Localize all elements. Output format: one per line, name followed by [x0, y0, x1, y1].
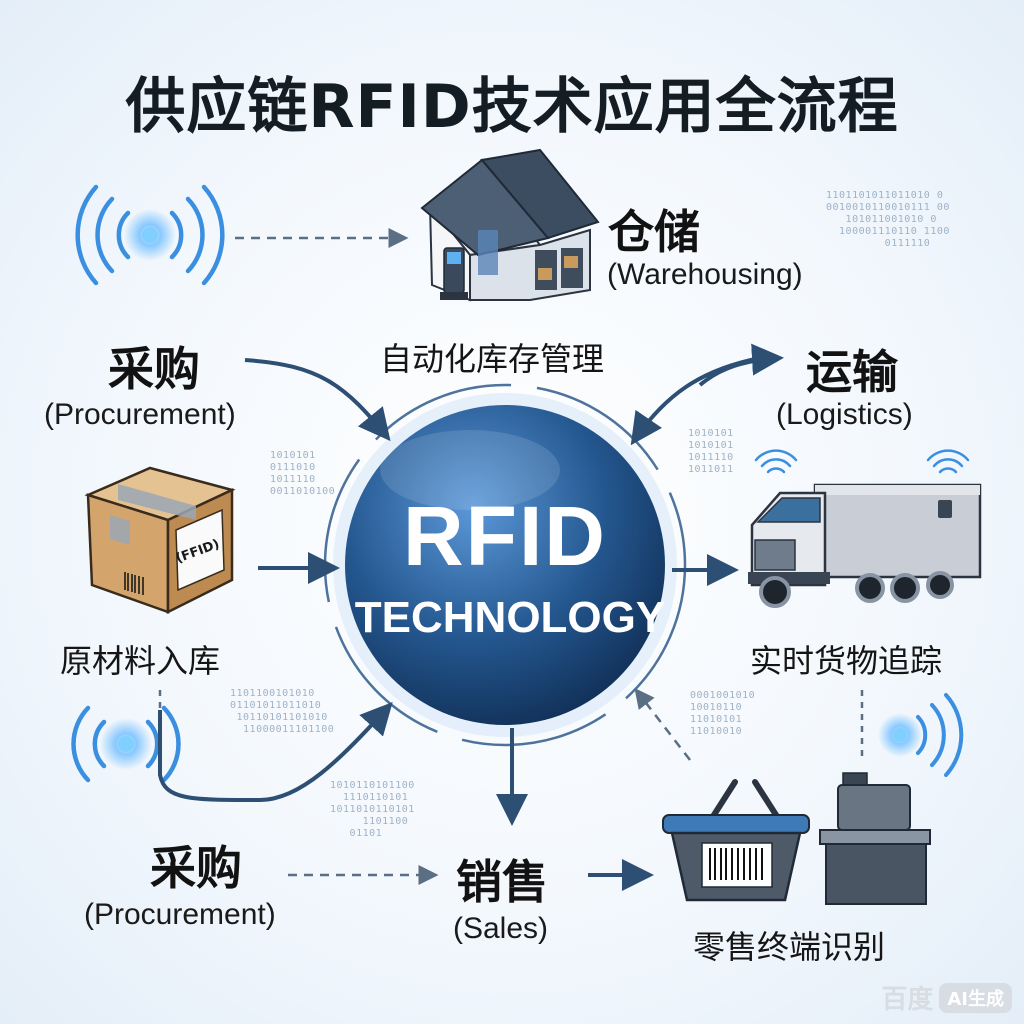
binary-decoration: 1010110101100 1110110101 1011010110101 1… — [330, 780, 415, 839]
raw-materials-caption: 原材料入库 — [60, 642, 221, 680]
logistics-label: 运输 — [806, 345, 898, 399]
rfid-core-highlight — [380, 430, 560, 510]
procurement-english-label: (Procurement) — [44, 398, 236, 431]
rfid-core-sphere — [345, 405, 665, 725]
binary-decoration: 0001001010 10010110 11010101 11010010 — [690, 690, 756, 737]
sales-label: 销售 — [456, 855, 548, 909]
watermark: 百度 AI生成 — [881, 979, 1012, 1016]
rfid-signal-icon — [754, 449, 798, 474]
rfid-signal-icon — [878, 693, 964, 777]
binary-decoration: 1101100101010 01101011011010 10110101101… — [230, 688, 335, 735]
binary-decoration: 1101101011011010 0 0010010110010111 00 1… — [826, 190, 950, 249]
arrow-core-to-logistics — [698, 343, 784, 387]
cash-register-icon — [819, 772, 931, 905]
warehousing-english-label: (Warehousing) — [607, 258, 803, 291]
procurement-bottom-english-label: (Procurement) — [84, 898, 276, 931]
procurement-label: 采购 — [108, 342, 200, 396]
arrow-lowerleft-to-core — [158, 702, 393, 803]
warehousing-caption: 自动化库存管理 — [380, 340, 605, 378]
page-title: 供应链RFID技术应用全流程 — [125, 72, 899, 142]
rfid-core-sublabel: TECHNOLOGY — [355, 593, 665, 642]
rfid-signal-icon — [926, 449, 970, 474]
binary-decoration: 1010101 1010101 1011110 1011011 — [688, 428, 734, 475]
rfid-core-label: RFID — [403, 489, 607, 583]
arrow-procurement-to-core — [244, 358, 391, 442]
logistics-english-label: (Logistics) — [776, 398, 913, 431]
sales-english-label: (Sales) — [453, 912, 549, 945]
cardboard-box-icon: (FFID) — [84, 466, 236, 615]
shopping-basket-icon — [662, 779, 810, 902]
warehouse-icon — [420, 148, 600, 302]
logistics-caption: 实时货物追踪 — [750, 642, 943, 680]
watermark-brand: 百度 — [881, 985, 934, 1015]
binary-decoration: 1010101 0111010 1011110 0011010100 — [270, 450, 336, 497]
procurement-bottom-label: 采购 — [150, 841, 242, 895]
truck-icon — [748, 483, 982, 608]
rfid-signal-icon — [75, 184, 225, 286]
watermark-badge: AI生成 — [939, 982, 1012, 1013]
retail-caption: 零售终端识别 — [693, 928, 886, 966]
warehousing-label: 仓储 — [608, 205, 700, 259]
dashed-arrow-retail-to-core — [634, 688, 691, 761]
rfid-signal-icon — [71, 705, 181, 783]
